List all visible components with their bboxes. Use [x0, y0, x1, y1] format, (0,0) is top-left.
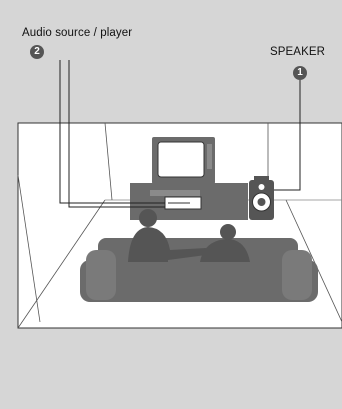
speaker-label: SPEAKER [270, 46, 325, 58]
sofa-icon [80, 238, 318, 302]
speaker-tweeter [259, 184, 265, 190]
callout-number-1: 1 [293, 66, 307, 80]
person-right-head [220, 224, 236, 240]
speaker-icon [249, 176, 274, 220]
tv-screen [158, 142, 204, 177]
audio-source-label: Audio source / player [22, 27, 132, 39]
person-left-head [139, 209, 157, 227]
cabinet-shelf [150, 190, 200, 196]
speaker-cone [258, 198, 266, 206]
tv-controls [207, 144, 212, 169]
sofa-arm-left [86, 250, 116, 300]
sofa-arm-right [282, 250, 312, 300]
tv-icon [152, 137, 215, 184]
callout-number-2: 2 [30, 45, 44, 59]
speaker-handle [254, 176, 269, 181]
